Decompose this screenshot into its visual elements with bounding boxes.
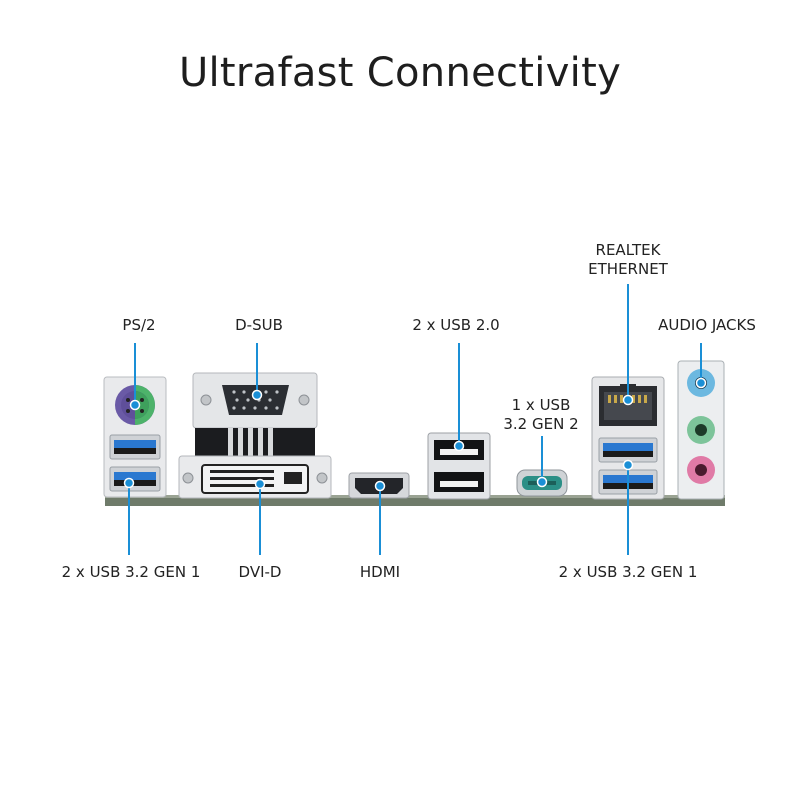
- label-hdmi: HDMI: [359, 563, 401, 581]
- label-ethernet-line2: ETHERNET: [588, 260, 668, 278]
- label-dvid: DVI-D: [238, 563, 282, 581]
- label-ethernet-line1: REALTEK: [595, 241, 661, 259]
- usb20-stack: [427, 432, 491, 500]
- label-ps2: PS/2: [122, 316, 156, 334]
- label-usb32gen2: 1 x USB 3.2 GEN 2: [503, 396, 578, 434]
- label-usb32gen2-line2: 3.2 GEN 2: [503, 415, 579, 433]
- pcb-strip: [105, 497, 725, 506]
- label-dsub: D-SUB: [235, 316, 283, 334]
- page-title: Ultrafast Connectivity: [178, 50, 622, 96]
- label-audio: AUDIO JACKS: [658, 316, 756, 334]
- label-usb32gen1-right: 2 x USB 3.2 GEN 1: [558, 563, 698, 581]
- label-usb32gen2-line1: 1 x USB: [511, 396, 571, 414]
- label-ethernet: REALTEK ETHERNET: [588, 241, 668, 279]
- label-usb32gen1-left: 2 x USB 3.2 GEN 1: [61, 563, 201, 581]
- label-usb20: 2 x USB 2.0: [412, 316, 500, 334]
